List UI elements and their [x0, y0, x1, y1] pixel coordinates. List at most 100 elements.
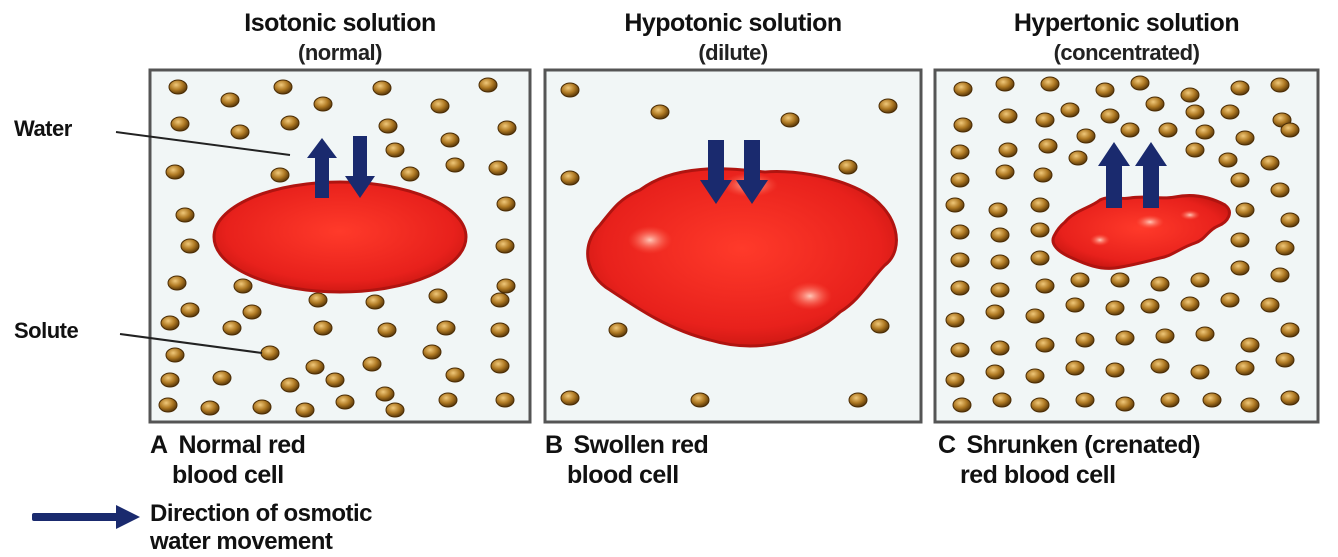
solute-particle	[1034, 168, 1052, 182]
solute-particle	[231, 125, 249, 139]
solute-particle	[1101, 109, 1119, 123]
solute-particle	[1236, 361, 1254, 375]
solute-particle	[326, 373, 344, 387]
solute-particle	[1131, 76, 1149, 90]
solute-particle	[181, 239, 199, 253]
solute-particle	[996, 77, 1014, 91]
solute-particle	[446, 158, 464, 172]
solute-particle	[429, 289, 447, 303]
solute-particle	[1281, 213, 1299, 227]
panel-c-caption-line1: Shrunken (crenated)	[966, 431, 1200, 459]
solute-particle	[386, 403, 404, 417]
solute-particle	[431, 99, 449, 113]
solute-particle	[1191, 365, 1209, 379]
solute-particle	[234, 279, 252, 293]
solute-particle	[951, 253, 969, 267]
solute-particle	[1241, 338, 1259, 352]
solute-particle	[946, 373, 964, 387]
solute-particle	[498, 121, 516, 135]
solute-particle	[951, 145, 969, 159]
solute-particle	[1271, 78, 1289, 92]
solute-particle	[1061, 103, 1079, 117]
solute-particle	[986, 305, 1004, 319]
solute-particle	[879, 99, 897, 113]
solute-particle	[1281, 323, 1299, 337]
solute-particle	[496, 239, 514, 253]
solute-particle	[1036, 279, 1054, 293]
solute-particle	[951, 343, 969, 357]
panel-b-caption-line2: blood cell	[567, 461, 679, 489]
solute-particle	[991, 255, 1009, 269]
solute-particle	[363, 357, 381, 371]
solute-particle	[1026, 309, 1044, 323]
solute-particle	[1096, 83, 1114, 97]
solute-particle	[1186, 105, 1204, 119]
panel-a-caption: A Normal red blood cell	[150, 430, 305, 490]
solute-particle	[1191, 273, 1209, 287]
solute-particle	[946, 313, 964, 327]
solute-particle	[1231, 233, 1249, 247]
solute-particle	[1271, 268, 1289, 282]
solute-particle	[1181, 297, 1199, 311]
solute-particle	[171, 117, 189, 131]
solute-particle	[213, 371, 231, 385]
solute-particle	[1026, 369, 1044, 383]
solute-particle	[1031, 223, 1049, 237]
solute-particle	[1276, 241, 1294, 255]
solute-particle	[497, 197, 515, 211]
solute-particle	[274, 80, 292, 94]
solute-particle	[1031, 251, 1049, 265]
solute-particle	[1116, 331, 1134, 345]
panel-c-letter: C	[938, 430, 960, 460]
normal-red-blood-cell	[214, 182, 466, 292]
solute-particle	[1116, 397, 1134, 411]
legend-arrow-icon	[32, 505, 140, 529]
solute-particle	[221, 93, 239, 107]
solute-particle	[1161, 393, 1179, 407]
solute-particle	[951, 225, 969, 239]
solute-particle	[1031, 198, 1049, 212]
solute-particle	[1076, 393, 1094, 407]
solute-particle	[991, 341, 1009, 355]
solute-particle	[1203, 393, 1221, 407]
solute-particle	[1281, 123, 1299, 137]
solute-particle	[1196, 125, 1214, 139]
solute-particle	[1219, 153, 1237, 167]
solute-particle	[1156, 329, 1174, 343]
solute-particle	[201, 401, 219, 415]
solute-particle	[871, 319, 889, 333]
solute-particle	[281, 116, 299, 130]
panel-c-caption: C Shrunken (crenated) red blood cell	[938, 430, 1200, 490]
solute-particle	[1159, 123, 1177, 137]
solute-particle	[159, 398, 177, 412]
solute-particle	[1039, 139, 1057, 153]
solute-particle	[1111, 273, 1129, 287]
solute-particle	[561, 391, 579, 405]
solute-particle	[1069, 151, 1087, 165]
solute-particle	[986, 365, 1004, 379]
solute-particle	[999, 143, 1017, 157]
solute-particle	[1066, 298, 1084, 312]
solute-particle	[1221, 293, 1239, 307]
solute-particle	[366, 295, 384, 309]
solute-particle	[489, 161, 507, 175]
solute-particle	[651, 105, 669, 119]
solute-particle	[1141, 299, 1159, 313]
solute-particle	[991, 228, 1009, 242]
solute-particle	[951, 281, 969, 295]
solute-particle	[437, 321, 455, 335]
solute-particle	[1236, 203, 1254, 217]
solute-particle	[281, 378, 299, 392]
solute-particle	[441, 133, 459, 147]
solute-particle	[439, 393, 457, 407]
solute-particle	[993, 393, 1011, 407]
solute-particle	[496, 393, 514, 407]
solute-particle	[166, 165, 184, 179]
solute-particle	[1036, 338, 1054, 352]
solute-particle	[386, 143, 404, 157]
solute-particle	[1231, 81, 1249, 95]
solute-particle	[1231, 261, 1249, 275]
panel-b-caption: B Swollen red blood cell	[545, 430, 708, 490]
solute-particle	[261, 346, 279, 360]
solute-particle	[989, 203, 1007, 217]
